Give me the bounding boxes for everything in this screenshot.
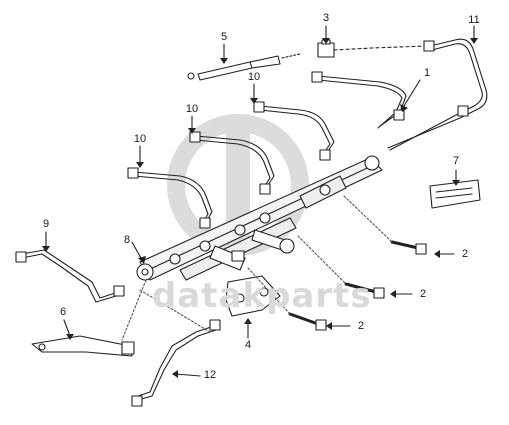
injector-line-b [189,131,275,195]
callout-2-mid: 2 [419,288,427,300]
callout-4: 4 [244,339,252,351]
callout-5: 5 [220,31,228,43]
callout-6: 6 [59,306,67,318]
fuel-line [15,249,125,303]
callout-7: 7 [452,155,460,167]
assembly-lines [121,195,393,341]
injector-line-c [127,167,213,229]
supply-line [311,71,407,129]
mounting-bolt-c [288,312,327,331]
callout-11: 11 [468,14,480,26]
mounting-bolt-b [344,282,385,299]
callout-12: 12 [203,369,217,381]
leader-lines [45,25,475,377]
callout-10-top: 10 [247,71,261,83]
injector-line-a [253,101,335,161]
supply-line-12 [131,319,221,407]
mounting-bolt-a [390,240,427,255]
callout-10-mid: 10 [185,103,199,115]
bracket [225,275,281,317]
callout-8: 8 [123,234,131,246]
label-tag [429,179,481,209]
callout-2-top: 2 [461,248,469,260]
watermark-text: datakparts [152,276,372,316]
callout-3: 3 [322,12,330,24]
pressure-sensor [209,229,295,271]
callout-9: 9 [42,218,50,230]
glow-plug [187,53,301,81]
fitting [317,39,427,58]
support-bracket [31,335,135,357]
callout-1: 1 [423,67,431,79]
callout-10-left: 10 [133,133,147,145]
callout-2-bottom: 2 [357,320,365,332]
arrowheads [42,38,478,378]
return-line [387,38,488,151]
